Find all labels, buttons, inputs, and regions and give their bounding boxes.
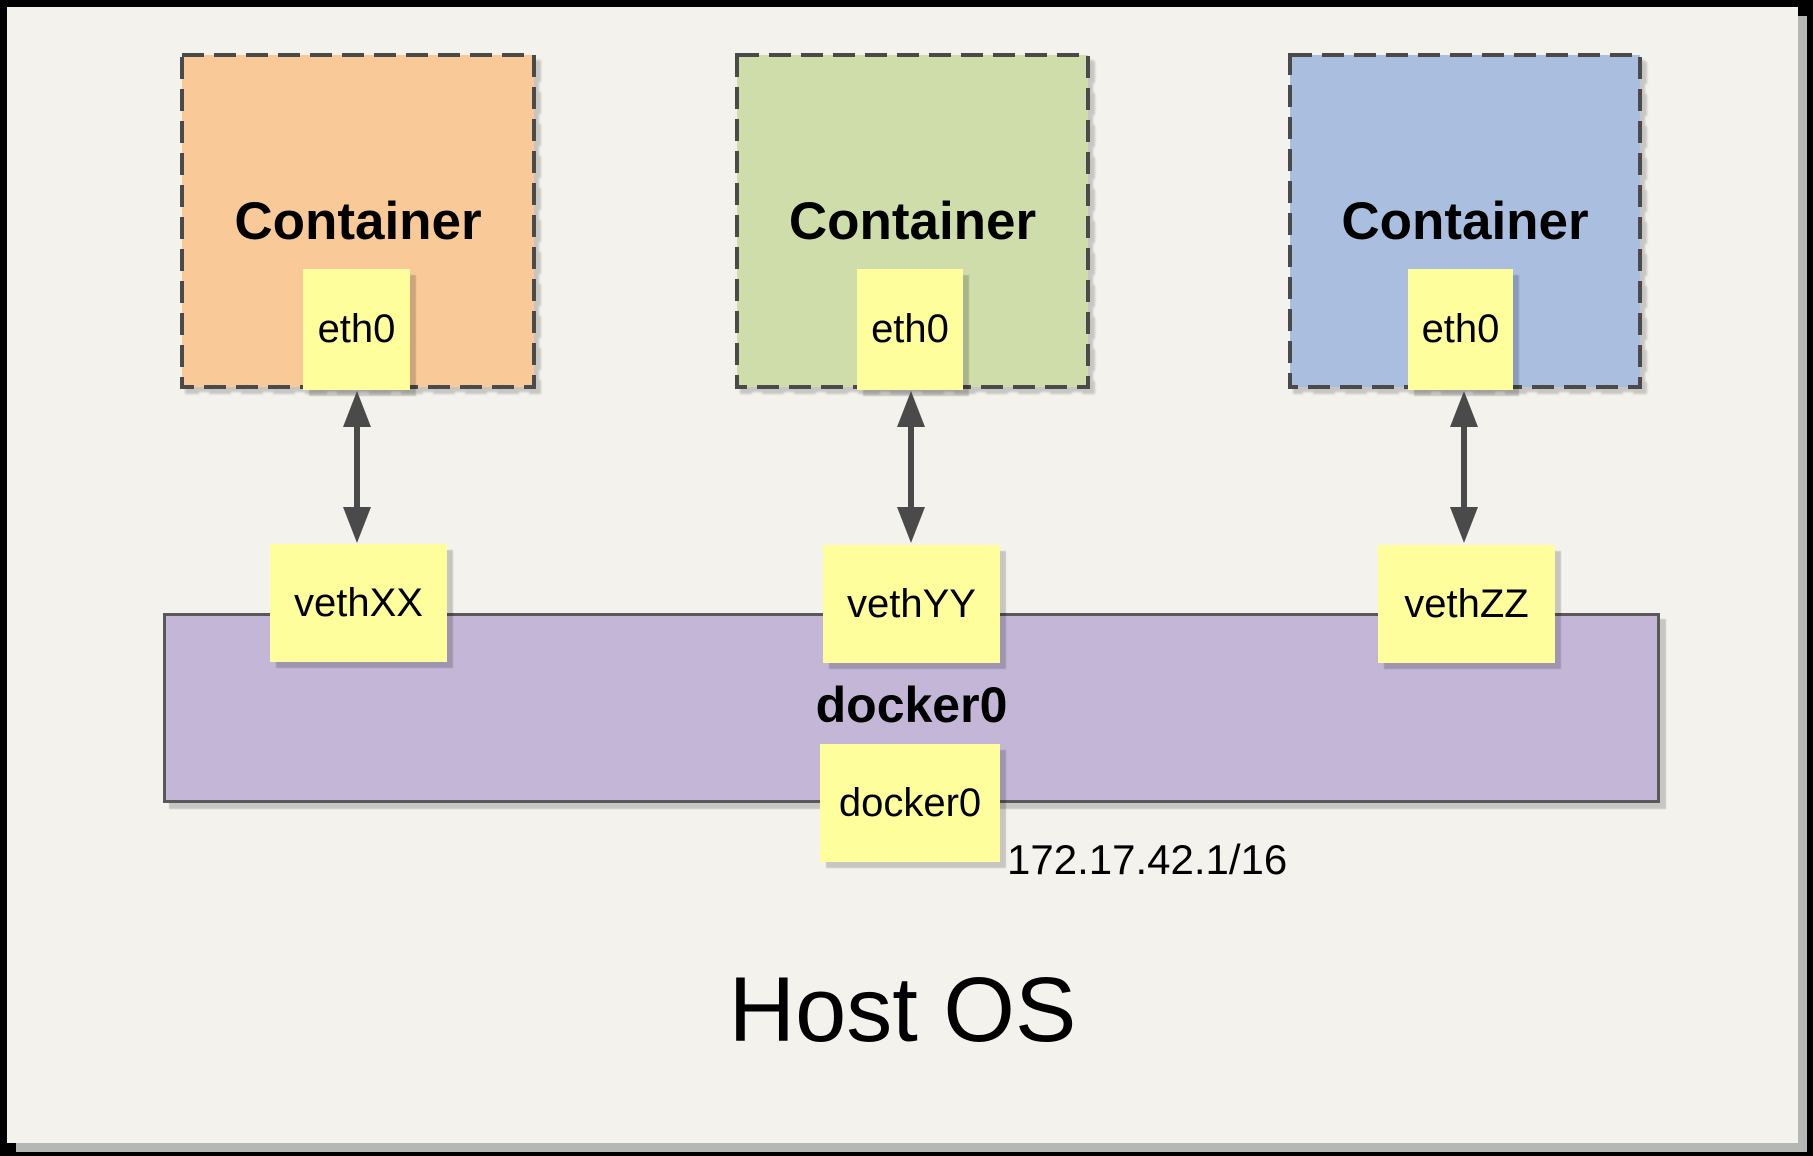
docker0-bridge-label: docker0 <box>815 677 1008 733</box>
bridge-ip-label: 172.17.42.1/16 <box>1007 836 1288 883</box>
arrow-eth0-vethyy <box>897 391 925 543</box>
container-3-label: Container <box>1341 192 1589 251</box>
page-background: Container Container Container docker0 et… <box>7 7 1798 1143</box>
host-os-label: Host OS <box>728 959 1077 1061</box>
vethyy-box: vethYY <box>823 545 1000 663</box>
container-2-label: Container <box>788 192 1037 251</box>
docker0-interface-box: docker0 <box>820 744 1000 862</box>
vethzz-box: vethZZ <box>1378 545 1555 663</box>
container-1-label: Container <box>234 192 482 251</box>
eth0-box-3: eth0 <box>1408 269 1513 390</box>
arrow-eth0-vethxx <box>343 391 371 543</box>
eth0-box-2: eth0 <box>857 269 963 390</box>
eth0-box-1: eth0 <box>303 269 410 390</box>
vethxx-box: vethXX <box>270 544 447 662</box>
arrow-eth0-vethzz <box>1450 391 1478 543</box>
